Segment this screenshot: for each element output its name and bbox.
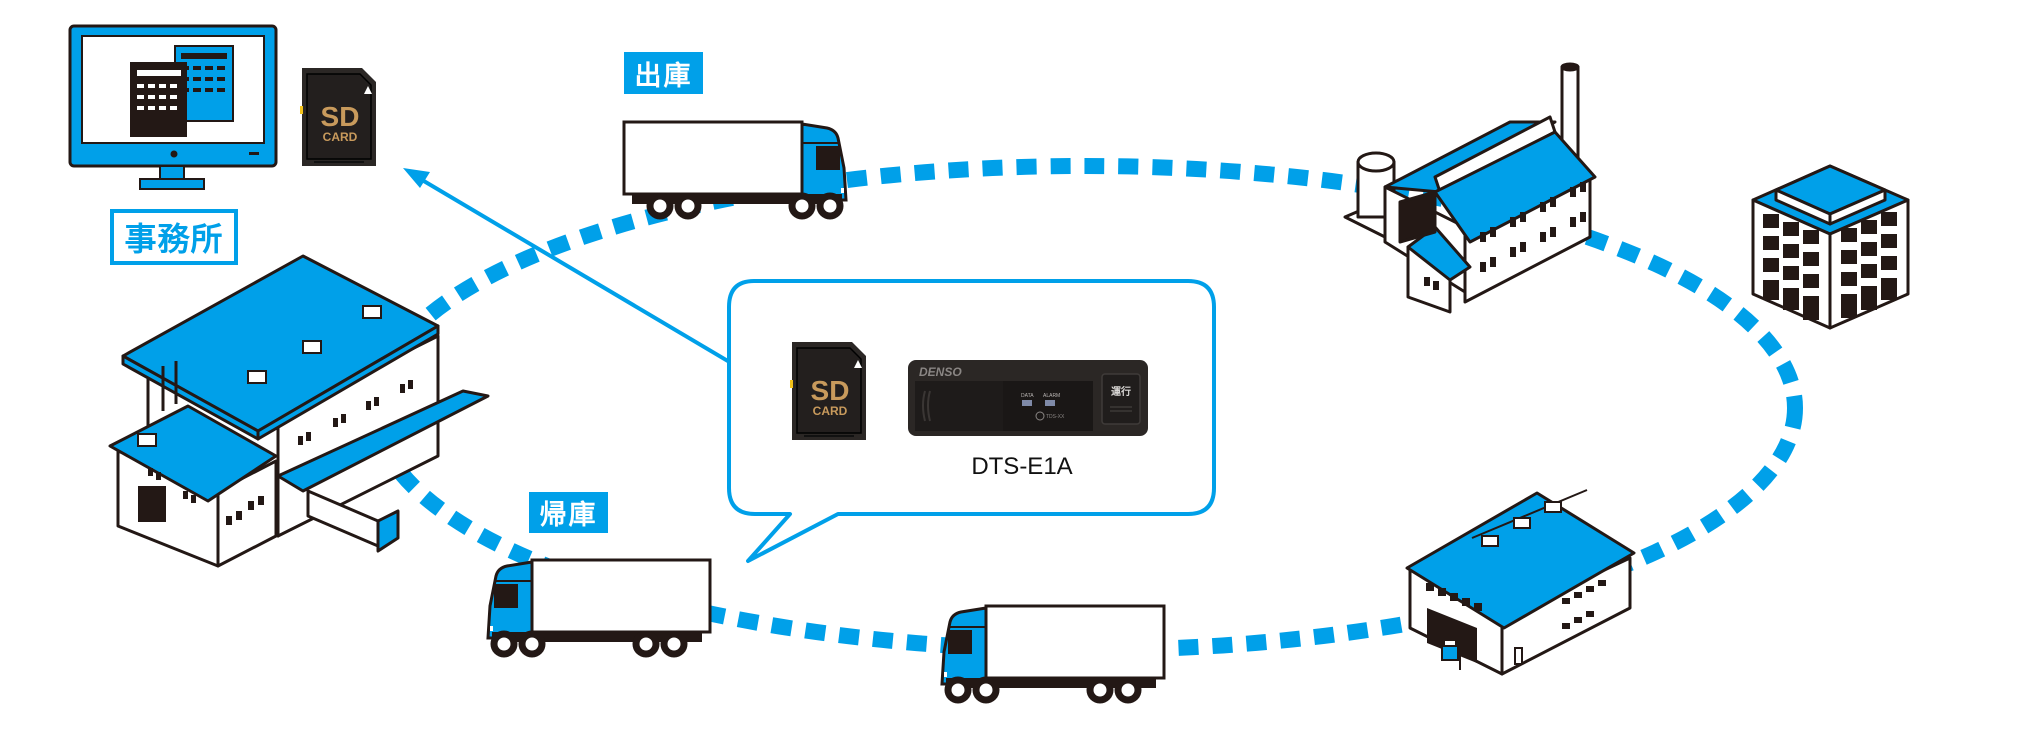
alarm-indicator-label: ALARM [1043,393,1060,399]
office-building-icon [1751,164,1910,330]
factory-icon [1343,62,1597,314]
truck-icon [940,604,1166,704]
office-label: 事務所 [110,209,238,265]
operation-button-label: 運行 [1111,385,1131,398]
dts-e1a-device: DENSO DATA ALARM TDS-XX 運行 [908,360,1148,436]
warehouse-icon [108,254,490,568]
sd-slot [915,381,1003,431]
roof-vent-icon [137,433,157,447]
data-led [1022,400,1032,406]
sd-card-text-sd: SD [811,375,850,406]
operation-button[interactable] [1101,373,1141,425]
model-name-label: DTS-E1A [971,453,1073,480]
sd-card-text-sd: SD [321,101,360,132]
truck-icon [486,558,712,658]
departure-label: 出庫 [624,52,703,94]
roof-vent-icon [302,340,322,354]
data-indicator-label: DATA [1021,393,1034,399]
roof-vent-icon [247,370,267,384]
computer-monitor-icon [68,24,278,190]
sd-card-icon: SD CARD [790,342,870,440]
return-label: 帰庫 [529,492,608,533]
sd-card-text-card: CARD [323,130,358,144]
sd-card-icon: SD CARD [300,68,380,166]
roof-vent-icon [1544,501,1562,513]
roof-vent-icon [1513,517,1531,529]
roof-vent-icon [362,305,382,319]
sd-card-text-card: CARD [813,404,848,418]
device-brand: DENSO [919,365,962,379]
roof-vent-icon [1481,535,1499,547]
arrow-icon [403,168,767,385]
truck-icon [622,120,848,220]
forklift-icon [1441,639,1461,670]
model-mark: TDS-XX [1046,414,1065,420]
alarm-led [1045,400,1055,406]
distribution-center-icon [1405,489,1636,676]
